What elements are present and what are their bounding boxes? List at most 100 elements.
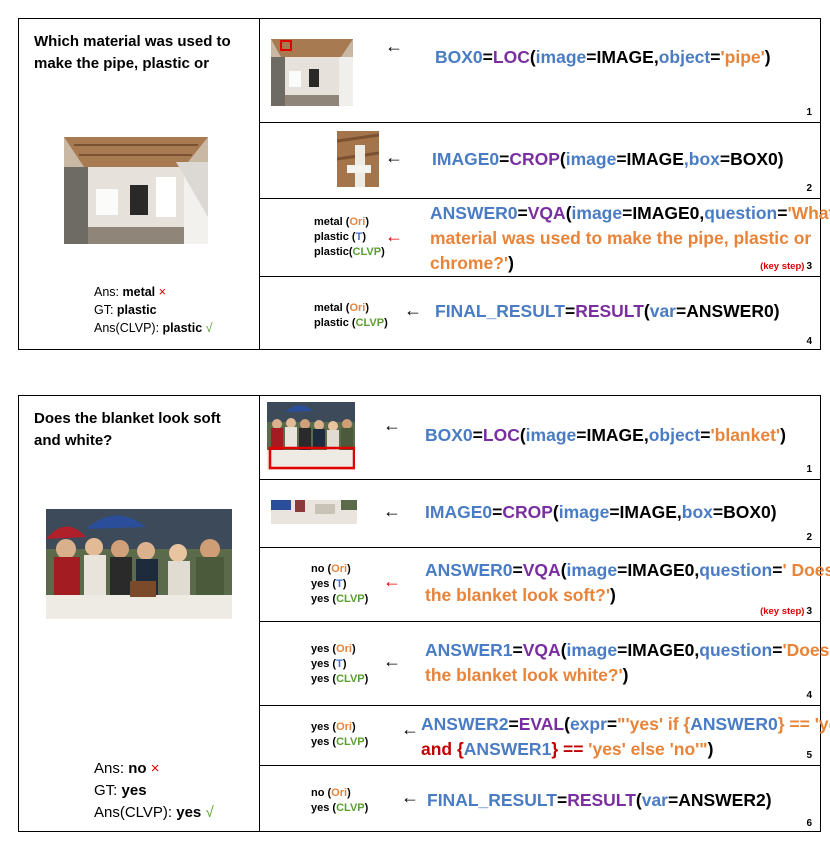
program-code: IMAGE0=CROP(image=IMAGE,box=BOX0) <box>425 500 777 525</box>
code-token: ANSWER0 <box>430 203 518 223</box>
step-results: yes (Ori) yes (T) yes (CLVP) <box>311 642 368 687</box>
example-panel-2: Does the blanket look soft and white? An… <box>18 395 830 833</box>
code-token: ANSWER0 <box>690 714 778 734</box>
code-line: ANSWER2=EVAL(expr="'yes' if {ANSWER0} ==… <box>421 712 830 737</box>
code-token: ANSWER1 <box>463 739 552 759</box>
code-token: ( <box>552 502 559 522</box>
code-token: ANSWER0 <box>425 560 513 580</box>
arrow-left-icon: ← <box>404 300 422 320</box>
code-token: ) <box>764 47 771 67</box>
result-item: yes (Ori) <box>311 643 356 655</box>
result-item: no (Ori) <box>311 787 351 799</box>
answer-summary: Ans: no × GT: yes Ans(CLVP): yes √ <box>94 760 214 821</box>
code-token: VQA <box>522 560 561 580</box>
code-token: image <box>565 149 617 169</box>
arrow-left-red-icon: ← <box>385 226 403 246</box>
program-code: IMAGE0=CROP(image=IMAGE,box=BOX0) <box>432 147 784 172</box>
code-token: LOC <box>492 47 530 67</box>
result-item: no (Ori) <box>311 563 351 575</box>
code-token: CROP <box>502 502 553 522</box>
key-step-label: (key step) <box>760 606 805 617</box>
code-token: image <box>525 425 577 445</box>
result-item: yes (CLVP) <box>311 802 369 814</box>
arrow-left-icon: ← <box>385 36 403 56</box>
code-token: 'blanket' <box>710 425 781 445</box>
code-token: ,box <box>683 149 720 169</box>
code-token: = <box>472 425 483 445</box>
code-token: IMAGE0 <box>425 502 493 522</box>
code-token: } == <box>551 739 589 759</box>
program-step-4: metal (Ori) plastic (CLVP) ← FINAL_RESULT… <box>259 277 820 351</box>
program-step-2: ← IMAGE0=CROP(image=IMAGE,box=BOX0) 2 <box>259 480 820 548</box>
code-token: = <box>499 149 510 169</box>
code-line: the blanket look white?') <box>425 663 829 688</box>
program-step-6: no (Ori)yes (CLVP) ← FINAL_RESULT=RESULT… <box>259 766 820 833</box>
code-token: ) <box>707 739 714 759</box>
step-number: 6 <box>806 818 812 829</box>
question-text: Does the blanket look soft and white? <box>34 410 221 449</box>
code-token: 'yes' else 'no'" <box>588 739 708 759</box>
code-token: BOX0 <box>435 47 483 67</box>
arrow-left-icon: ← <box>401 719 419 739</box>
result-item: yes (T) <box>311 658 347 670</box>
code-token: question <box>704 203 778 223</box>
step-results: metal (Ori)plastic (T)plastic(CLVP) <box>314 215 385 260</box>
code-token: ( <box>560 640 567 660</box>
code-token: expr <box>569 714 607 734</box>
program-step-3: no (Ori)yes (T)yes (CLVP) ← ANSWER0=VQA(… <box>259 548 830 622</box>
arrow-left-icon: ← <box>401 787 419 807</box>
code-token: RESULT <box>567 790 636 810</box>
step-number: 5 <box>806 750 812 761</box>
code-token: image <box>558 502 610 522</box>
step-results: no (Ori) yes (CLVP) <box>311 786 368 816</box>
code-token: image <box>535 47 587 67</box>
step-number: 2 <box>806 532 812 543</box>
code-token: =BOX0) <box>719 149 784 169</box>
wrong-mark-icon: × <box>158 285 166 299</box>
question-column-2: Does the blanket look soft and white? An… <box>19 396 260 831</box>
code-token: ( <box>565 203 572 223</box>
result-item: plastic (CLVP) <box>314 317 388 329</box>
arrow-left-icon: ← <box>383 415 401 435</box>
step-number: 1 <box>806 107 812 118</box>
code-token: = <box>512 560 523 580</box>
code-token: = <box>508 714 519 734</box>
correct-mark-icon: √ <box>205 804 214 821</box>
arrow-left-icon: ← <box>383 651 401 671</box>
code-line: material was used to make the pipe, plas… <box>430 226 830 251</box>
code-token: =IMAGE <box>616 149 684 169</box>
code-token: FINAL_RESULT <box>435 301 565 321</box>
program-code: FINAL_RESULT=RESULT(var=ANSWER0) <box>435 299 780 324</box>
code-token: ( <box>529 47 536 67</box>
code-token: =BOX0) <box>712 502 777 522</box>
code-token: ) <box>622 665 629 685</box>
code-token: ) <box>780 425 786 445</box>
code-line: and {ANSWER1} == 'yes' else 'no'") <box>421 737 830 762</box>
code-token: = <box>556 790 568 810</box>
code-token: ( <box>635 790 642 810</box>
code-token: ' Does <box>782 560 830 580</box>
code-line: ANSWER1=VQA(image=IMAGE0,question='Does <box>425 638 829 663</box>
key-step-label: (key step) <box>760 261 805 272</box>
step-number: 1 <box>806 464 812 475</box>
result-item: yes (Ori) <box>311 721 356 733</box>
code-token: object <box>648 425 701 445</box>
code-line: chrome?') <box>430 251 830 276</box>
code-line: the blanket look soft?') <box>425 583 830 608</box>
step-results: yes (Ori)yes (CLVP) <box>311 720 368 750</box>
result-item: metal (Ori) <box>314 216 370 228</box>
result-item: metal (Ori) <box>314 302 370 314</box>
step-image-pipe-crop <box>337 131 379 187</box>
code-token: 'What <box>787 203 830 223</box>
step-number: (key step)3 <box>760 261 812 272</box>
code-token: = <box>710 47 721 67</box>
code-token: = <box>606 714 618 734</box>
result-item: yes (CLVP) <box>311 673 369 685</box>
input-image-group <box>46 509 232 619</box>
code-token: image <box>571 203 623 223</box>
code-token: question <box>699 640 773 660</box>
question-column-1: Which material was used to make the pipe… <box>19 19 260 349</box>
code-token: = <box>482 47 493 67</box>
